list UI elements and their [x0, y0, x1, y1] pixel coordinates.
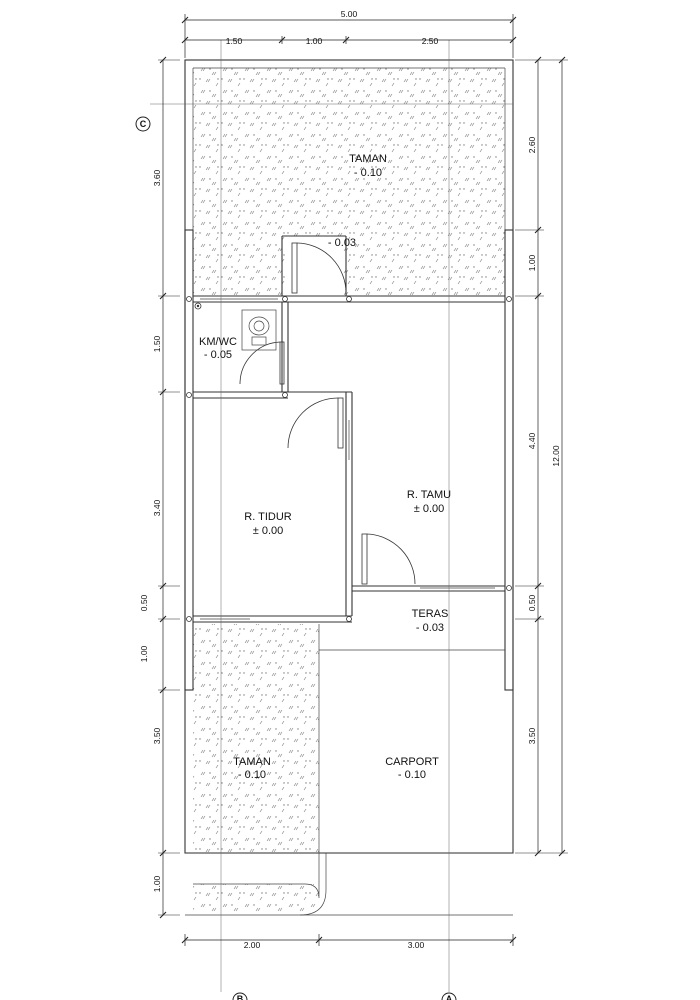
- room-level-km-wc: - 0.05: [204, 349, 232, 361]
- room-name-km-wc: KM/WC: [199, 336, 237, 348]
- axis-marker-a: A: [441, 992, 457, 1000]
- axis-label-a: A: [446, 994, 453, 1000]
- door-back[interactable]: [291, 242, 347, 294]
- door-bathroom[interactable]: [239, 341, 285, 385]
- dim-top-2: 1.00: [306, 36, 323, 46]
- dim-right-3: 4.40: [527, 432, 537, 449]
- back-door-level: - 0.03: [328, 237, 356, 249]
- room-level-taman-top: - 0.10: [354, 167, 382, 179]
- dim-bottom-1: 2.00: [244, 940, 261, 950]
- dim-left-2: 1.50: [152, 335, 162, 352]
- axis-marker-c: C: [135, 116, 151, 132]
- dimension-bottom: 2.00 3.00: [181, 934, 517, 950]
- room-level-r-tidur: ± 0.00: [253, 525, 284, 537]
- room-name-carport: CARPORT: [385, 756, 439, 768]
- dim-right-4: 0.50: [527, 594, 537, 611]
- room-name-teras: TERAS: [412, 608, 449, 620]
- room-name-taman-top: TAMAN: [349, 153, 387, 165]
- column-markers: [186, 296, 512, 622]
- toilet-icon: [241, 309, 277, 351]
- floor-drain-icon: [194, 302, 202, 310]
- room-name-r-tidur: R. TIDUR: [244, 511, 292, 523]
- dim-left-4: 0.50: [139, 594, 149, 611]
- room-level-r-tamu: ± 0.00: [414, 503, 445, 515]
- dim-bottom-2: 3.00: [408, 940, 425, 950]
- dim-right-total: 12.00: [551, 445, 561, 467]
- room-name-taman-bottom: TAMAN: [233, 756, 271, 768]
- dim-top-3: 2.50: [422, 36, 439, 46]
- grid-lines: [150, 40, 513, 992]
- axis-marker-b: B: [232, 992, 248, 1000]
- dim-left-5: 1.00: [139, 645, 149, 662]
- axis-label-b: B: [237, 994, 244, 1000]
- room-level-teras: - 0.03: [416, 622, 444, 634]
- dim-right-1: 2.60: [527, 136, 537, 153]
- dim-top-1: 1.50: [226, 36, 243, 46]
- room-level-taman-bottom: - 0.10: [238, 769, 266, 781]
- dim-left-6: 3.50: [152, 727, 162, 744]
- dim-top-total: 5.00: [341, 9, 358, 19]
- room-name-r-tamu: R. TAMU: [407, 489, 451, 501]
- dim-left-7: 1.00: [152, 875, 162, 892]
- door-bedroom[interactable]: [287, 397, 344, 449]
- dim-left-1: 3.60: [152, 169, 162, 186]
- dim-right-5: 3.50: [527, 727, 537, 744]
- axis-label-c: C: [140, 119, 147, 129]
- house-walls: [185, 235, 513, 916]
- garden-bottom: [193, 624, 319, 914]
- dim-left-3: 3.40: [152, 499, 162, 516]
- dimension-left: 3.60 1.50 3.40 0.50 1.00 3.50 1.00: [139, 56, 180, 919]
- dim-right-2: 1.00: [527, 254, 537, 271]
- windows: [200, 298, 495, 620]
- garden-top: [193, 68, 505, 296]
- dimension-top: 5.00 1.50 1.00 2.50: [181, 9, 517, 58]
- door-front[interactable]: [361, 533, 416, 585]
- room-level-carport: - 0.10: [398, 769, 426, 781]
- dimension-right: 2.60 1.00 4.40 0.50 3.50 12.00: [515, 56, 568, 857]
